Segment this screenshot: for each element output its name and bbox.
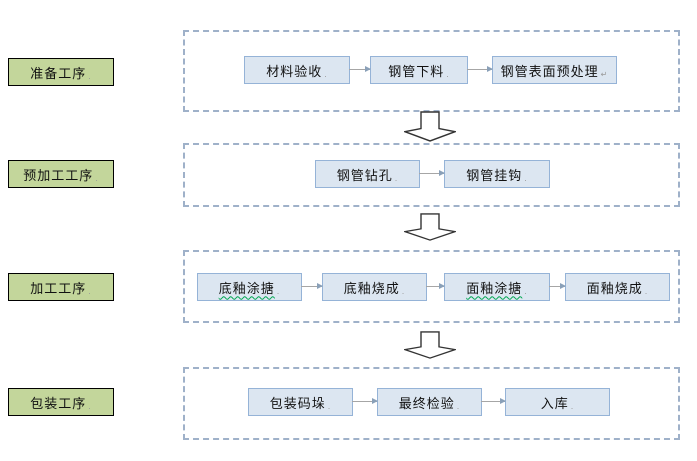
format-mark: . (327, 402, 332, 411)
format-mark: . (88, 72, 92, 81)
process-step-pipe-hooking[interactable]: 钢管挂钩. (444, 160, 550, 188)
step-label: 钢管下料 (388, 64, 445, 80)
down-arrow-icon (404, 111, 456, 142)
step-label: 钢管钻孔 (336, 168, 393, 184)
process-step-material-acceptance[interactable]: 材料验收. (244, 56, 350, 84)
stage-transition-arrow[interactable] (404, 331, 456, 359)
step-connector-arrow[interactable] (549, 283, 566, 289)
stage-transition-arrow[interactable] (404, 111, 456, 142)
format-mark: . (394, 174, 399, 183)
step-connector-arrow[interactable] (352, 398, 378, 404)
stage-label-text: 预加工工序 (23, 168, 94, 184)
process-step-pipe-drilling[interactable]: 钢管钻孔. (315, 160, 420, 188)
process-step-final-inspection[interactable]: 最终检验. (377, 388, 482, 416)
process-step-top-glaze-firing[interactable]: 面釉烧成. (565, 273, 670, 301)
down-arrow-icon (404, 331, 456, 359)
stage-label-text: 准备工序 (30, 66, 87, 82)
step-connector-arrow[interactable] (481, 398, 506, 404)
step-connector-arrow[interactable] (301, 283, 323, 289)
format-mark: . (570, 402, 575, 411)
process-step-packing-palletizing[interactable]: 包装码垛. (248, 388, 353, 416)
step-connector-arrow[interactable] (349, 66, 371, 72)
format-mark: ↵ (600, 70, 609, 79)
process-step-pipe-cutting[interactable]: 钢管下料. (370, 56, 468, 84)
step-connector-arrow[interactable] (426, 283, 445, 289)
format-mark: . (524, 287, 528, 296)
process-step-base-glaze-firing[interactable]: 底釉烧成. (322, 273, 427, 301)
process-step-base-glaze-coating[interactable]: 底釉涂搪. (197, 273, 302, 301)
step-connector-arrow[interactable] (419, 170, 445, 176)
step-label: 钢管挂钩 (466, 168, 523, 184)
stage-section-processing[interactable] (183, 250, 680, 323)
process-step-top-glaze-coating[interactable]: 面釉涂搪. (444, 273, 550, 301)
stage-label-processing[interactable]: 加工工序. (8, 273, 114, 301)
process-step-warehousing[interactable]: 入库. (505, 388, 610, 416)
stage-transition-arrow[interactable] (404, 213, 456, 241)
format-mark: . (401, 287, 406, 296)
step-label: 包装码垛 (269, 396, 326, 412)
step-label: 钢管表面预处理 (500, 64, 599, 80)
step-connector-arrow[interactable] (467, 66, 493, 72)
stage-label-packaging[interactable]: 包装工序. (8, 388, 114, 416)
step-label: 材料验收 (266, 64, 323, 80)
format-mark: . (88, 402, 92, 411)
format-mark: . (88, 287, 92, 296)
stage-label-preparation[interactable]: 准备工序. (8, 58, 114, 86)
stage-label-text: 加工工序 (30, 281, 87, 297)
stage-section-packaging[interactable] (183, 367, 680, 440)
stage-label-text: 包装工序 (30, 396, 87, 412)
format-mark: . (456, 402, 461, 411)
step-label: 面釉烧成 (586, 281, 643, 297)
down-arrow-icon (404, 213, 456, 241)
format-mark: . (524, 174, 528, 183)
format-mark: . (324, 70, 328, 79)
step-label: 底釉烧成 (343, 281, 400, 297)
format-mark: . (95, 174, 99, 183)
step-label: 面釉涂搪 (466, 281, 523, 297)
format-mark: . (446, 70, 450, 79)
process-step-pipe-surface-pretreatment[interactable]: 钢管表面预处理↵ (492, 56, 617, 84)
stage-section-preparation[interactable] (183, 30, 680, 112)
format-mark: . (276, 287, 281, 296)
stage-section-preprocessing[interactable] (183, 143, 680, 207)
step-label: 底釉涂搪 (218, 281, 275, 297)
step-label: 入库 (540, 396, 569, 412)
step-label: 最终检验 (398, 396, 455, 412)
stage-label-preprocessing[interactable]: 预加工工序. (8, 160, 114, 188)
format-mark: . (644, 287, 649, 296)
